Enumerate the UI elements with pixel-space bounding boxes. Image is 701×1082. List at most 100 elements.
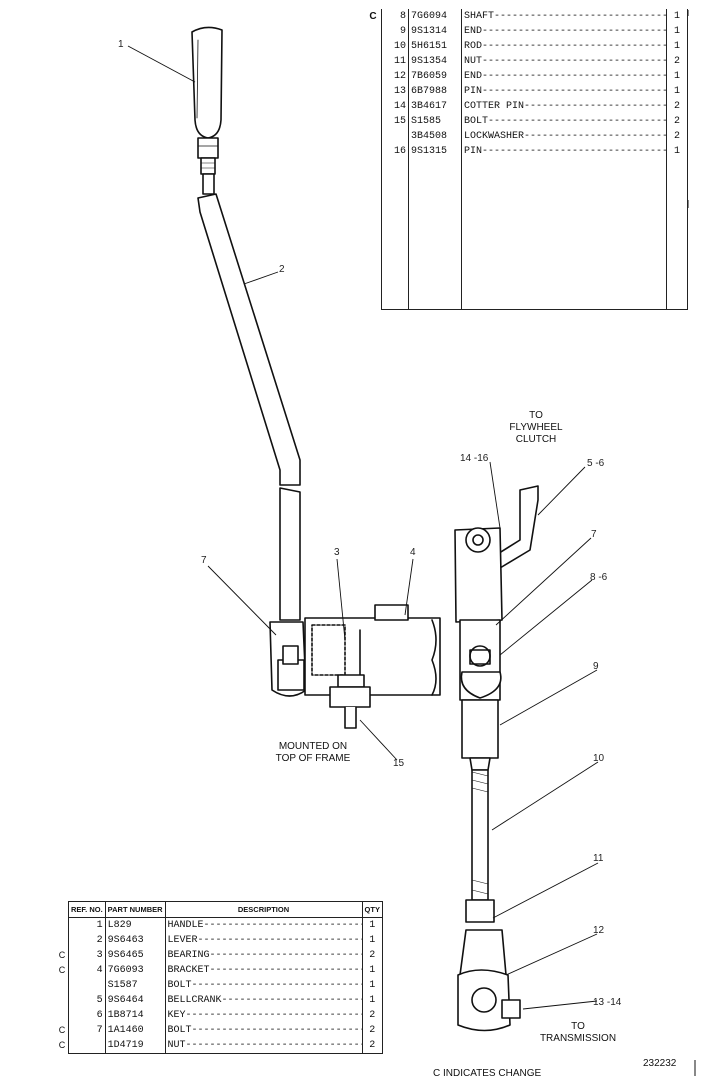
part-number-header: PART NUMBER (104, 901, 166, 918)
parts-qty-cell: 2 (361, 1023, 383, 1038)
parts-qty-cell: 2 (666, 129, 688, 144)
parts-description-text: BOLT (464, 116, 489, 127)
parts-description-text: HANDLE (167, 920, 204, 931)
parts-change-mark-cell (365, 144, 382, 159)
leader-dashes (482, 56, 666, 67)
change-column-header (56, 902, 69, 918)
parts-description-text: END (464, 26, 483, 37)
callout-13-14: 13 -14 (593, 997, 622, 1008)
parts-row: 61B8714KEY2 (56, 1008, 383, 1023)
parts-desc-cell: PIN (461, 84, 667, 99)
callout-1: 1 (118, 39, 124, 50)
parts-desc-cell: BEARING (164, 948, 363, 963)
parts-description-text: ROD (464, 41, 483, 52)
parts-desc-cell: LOCKWASHER (461, 129, 667, 144)
parts-row: 169S1315PIN1 (365, 144, 688, 159)
parts-change-mark-cell: C (58, 1025, 66, 1035)
parts-ref-cell (68, 978, 106, 993)
callout-5-6: 5 -6 (587, 458, 605, 469)
flywheel-clutch-note: TO FLYWHEEL CLUTCH (506, 410, 566, 446)
parts-ref-cell: 10 (381, 39, 409, 54)
mounted-note-line: MOUNTED ON (278, 741, 348, 752)
callout-7-right: 7 (591, 529, 597, 540)
bracket-part (304, 604, 441, 729)
parts-desc-cell: BOLT (164, 1023, 363, 1038)
mounted-note-line: TOP OF FRAME (275, 753, 351, 764)
parts-part-cell: 7G6094 (408, 9, 462, 24)
leader-dashes (482, 71, 666, 82)
parts-ref-cell (381, 129, 409, 144)
bellcrank-part (454, 485, 539, 701)
parts-row: 99S1314END1 (365, 24, 688, 39)
leader-dashes (192, 980, 361, 991)
parts-desc-cell: SHAFT (461, 9, 667, 24)
parts-desc-cell: LEVER (164, 933, 363, 948)
parts-ref-cell: 13 (381, 84, 409, 99)
parts-row: C47G6093BRACKET1 (56, 963, 383, 978)
flywheel-note-line: FLYWHEEL (509, 422, 563, 433)
callout-9: 9 (593, 661, 599, 672)
leader-dashes (524, 131, 666, 142)
parts-ref-cell: 1 (68, 917, 106, 933)
parts-qty-cell: 1 (361, 963, 383, 978)
callout-14-16: 14 -16 (460, 453, 489, 464)
ref-no-header: REF. NO. (68, 901, 106, 918)
parts-description-text: PIN (464, 146, 483, 157)
parts-change-mark-cell (365, 69, 382, 84)
parts-row: 1L829HANDLE1 (56, 917, 383, 933)
callout-7-left: 7 (201, 555, 207, 566)
parts-part-cell: 7G6093 (104, 963, 166, 978)
parts-change-mark-cell (365, 99, 382, 114)
parts-desc-cell: NUT (164, 1038, 363, 1054)
parts-part-cell: 1B8714 (104, 1008, 166, 1023)
parts-description-text: BOLT (167, 980, 192, 991)
parts-qty-cell: 1 (666, 9, 688, 24)
parts-ref-cell: 12 (381, 69, 409, 84)
callout-11: 11 (593, 853, 604, 864)
parts-ref-cell: 9 (381, 24, 409, 39)
parts-row: C87G6094SHAFT1 (365, 9, 688, 24)
parts-row: C39S6465BEARING2 (56, 948, 383, 963)
change-note: C INDICATES CHANGE (433, 1068, 542, 1079)
parts-part-cell: 1D4719 (104, 1038, 166, 1054)
parts-description-text: BEARING (167, 950, 210, 961)
empty-cell (365, 159, 382, 310)
leader-dashes (482, 41, 666, 52)
lever-part (197, 193, 307, 697)
parts-qty-cell: 1 (666, 39, 688, 54)
transmission-note: TO TRANSMISSION (528, 1021, 628, 1045)
parts-row: 59S6464BELLCRANK1 (56, 993, 383, 1008)
handle-part (191, 26, 223, 195)
empty-cell (666, 159, 688, 310)
parts-desc-cell: KEY (164, 1008, 363, 1023)
parts-description-text: NUT (167, 1040, 186, 1051)
parts-row: 127B6059END1 (365, 69, 688, 84)
leader-dashes (198, 935, 361, 946)
transmission-note-line: TO (571, 1021, 585, 1032)
callout-10: 10 (593, 753, 605, 764)
parts-part-cell: L829 (104, 917, 166, 933)
parts-desc-cell: BRACKET (164, 963, 363, 978)
parts-part-cell: 6B7988 (408, 84, 462, 99)
parts-description-text: BELLCRANK (167, 995, 222, 1006)
parts-desc-cell: HANDLE (164, 917, 363, 933)
flywheel-note-line: CLUTCH (515, 434, 557, 445)
parts-part-cell: 9S6464 (104, 993, 166, 1008)
parts-description-text: LEVER (167, 935, 198, 946)
flywheel-note-line: TO (529, 410, 543, 421)
empty-cell (408, 159, 462, 310)
parts-part-cell: 3B4508 (408, 129, 462, 144)
parts-row: C1D4719NUT2 (56, 1038, 383, 1054)
transmission-note-line: TRANSMISSION (539, 1033, 617, 1044)
parts-ref-cell: 2 (68, 933, 106, 948)
parts-part-cell: 9S6465 (104, 948, 166, 963)
parts-qty-cell: 1 (666, 69, 688, 84)
parts-qty-cell: 2 (666, 54, 688, 69)
parts-desc-cell: END (461, 24, 667, 39)
parts-row: 119S1354NUT2 (365, 54, 688, 69)
parts-part-cell: 1A1460 (104, 1023, 166, 1038)
parts-qty-cell: 2 (361, 1038, 383, 1054)
